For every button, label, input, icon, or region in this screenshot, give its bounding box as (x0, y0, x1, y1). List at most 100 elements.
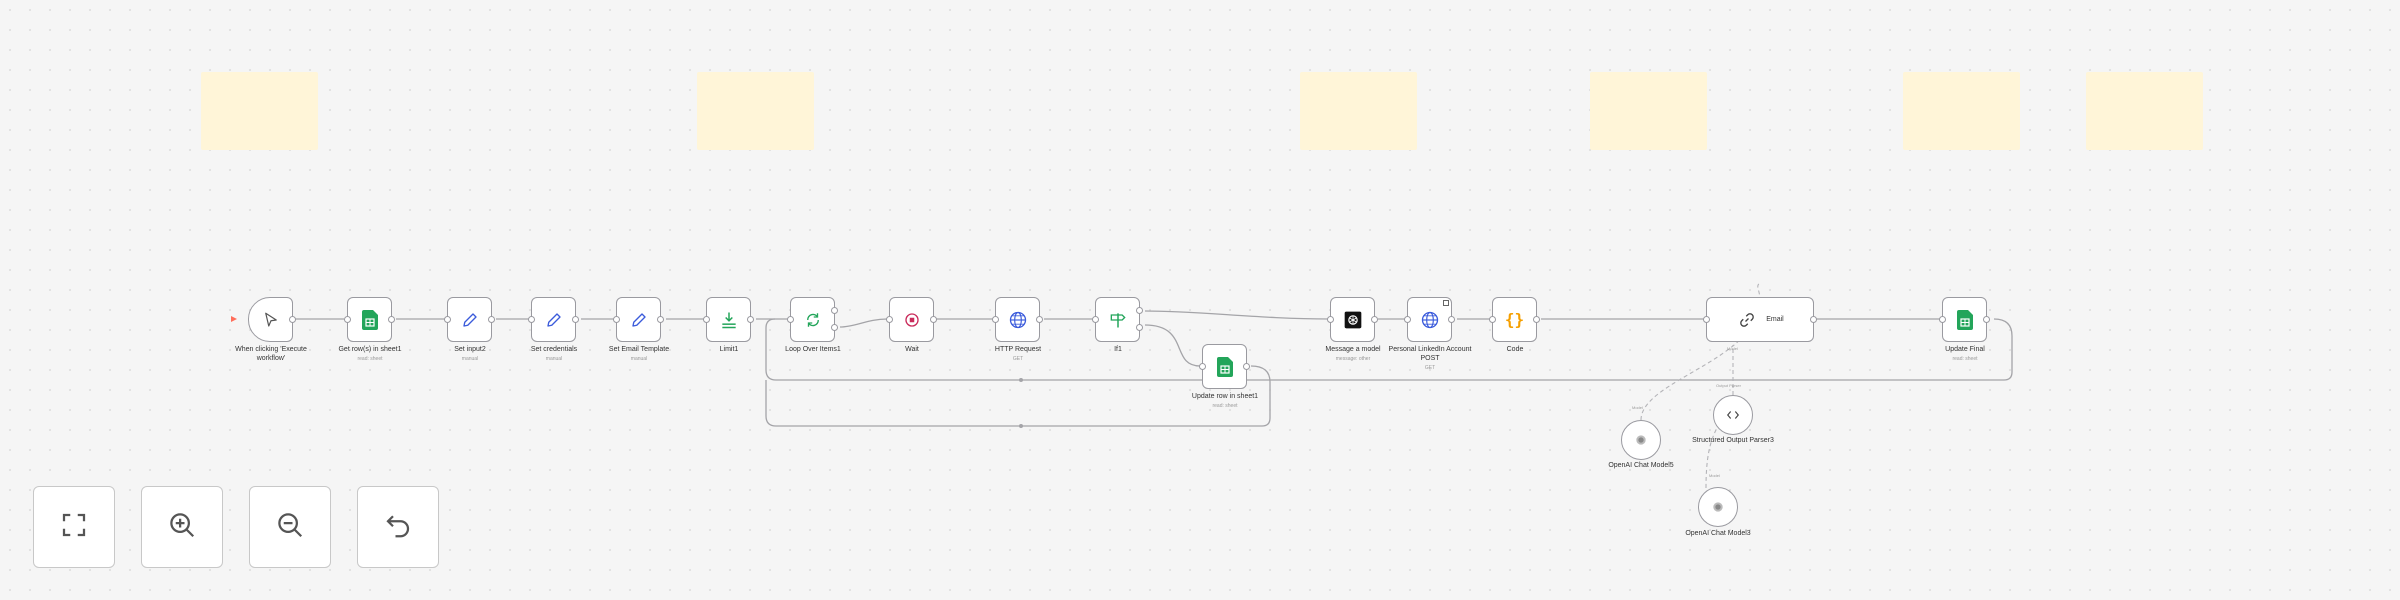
node-label: Update Final (1945, 346, 1985, 353)
connection-if-updaterow (1144, 324, 1201, 367)
output-port[interactable] (1810, 315, 1817, 323)
port-label-model: Model (1709, 473, 1720, 478)
input-port[interactable] (1489, 315, 1496, 323)
sticky-note[interactable] (1590, 72, 1707, 150)
node-label: Set credentials (530, 346, 578, 353)
node-update-final[interactable] (1939, 297, 1990, 342)
node-subtitle: message: other (1335, 356, 1371, 362)
node-manual-trigger[interactable] (248, 297, 296, 342)
input-port[interactable] (344, 315, 351, 323)
output-port-false[interactable] (1136, 324, 1143, 332)
node-code[interactable]: {} (1489, 297, 1540, 342)
input-port[interactable] (1092, 315, 1099, 323)
limit-icon (718, 309, 740, 331)
input-port[interactable] (1703, 315, 1710, 323)
openai-icon (1707, 496, 1729, 518)
input-port[interactable] (992, 315, 999, 323)
node-label: When clicking 'Execute workflow' (235, 346, 307, 362)
output-port[interactable] (657, 315, 664, 323)
zoom-out-button[interactable] (249, 486, 331, 568)
node-subtitle: manual (630, 356, 648, 362)
signpost-icon (1107, 309, 1129, 331)
node-label: Wait (905, 346, 919, 353)
output-port[interactable] (289, 315, 296, 323)
output-port[interactable] (1243, 362, 1250, 370)
loop-icon (802, 309, 824, 331)
output-port[interactable] (388, 315, 395, 323)
output-port-loop[interactable] (831, 324, 838, 332)
input-port[interactable] (787, 315, 794, 323)
reset-zoom-button[interactable] (357, 486, 439, 568)
node-label: Set Email Template (608, 346, 670, 353)
input-port[interactable] (528, 315, 535, 323)
input-port[interactable] (703, 315, 710, 323)
fit-view-button[interactable] (33, 486, 115, 568)
output-port[interactable] (1448, 315, 1455, 323)
input-port[interactable] (1199, 362, 1206, 370)
sticky-note[interactable] (1903, 72, 2020, 150)
google-sheets-icon (359, 309, 381, 331)
pencil-icon (543, 309, 565, 331)
output-port[interactable] (1371, 315, 1378, 323)
node-loop-over-items[interactable] (787, 297, 838, 342)
output-port[interactable] (488, 315, 495, 323)
openai-icon (1342, 309, 1364, 331)
node-if[interactable] (1092, 297, 1143, 342)
node-openai-chat-model-2[interactable] (1698, 487, 1738, 527)
output-port[interactable] (572, 315, 579, 323)
zoom-in-icon (167, 510, 197, 545)
node-get-rows[interactable] (344, 297, 395, 342)
sticky-note[interactable] (201, 72, 318, 150)
undo-icon (383, 510, 413, 545)
node-wait[interactable] (886, 297, 937, 342)
braces-icon: {} (1504, 310, 1525, 329)
input-port[interactable] (1327, 315, 1334, 323)
node-label: Code (1506, 346, 1524, 353)
connection-midpoint (1019, 378, 1023, 382)
input-port[interactable] (613, 315, 620, 323)
node-label: If1 (1114, 346, 1122, 353)
node-http-request[interactable] (992, 297, 1043, 342)
pencil-icon (459, 309, 481, 331)
sticky-note[interactable] (2086, 72, 2203, 150)
zoom-in-button[interactable] (141, 486, 223, 568)
input-port[interactable] (886, 315, 893, 323)
node-subtitle: read: sheet (1952, 356, 1978, 362)
code-brackets-icon (1722, 404, 1744, 426)
input-port[interactable] (1939, 315, 1946, 323)
sticky-note[interactable] (1300, 72, 1417, 150)
node-limit[interactable] (703, 297, 754, 342)
node-subtitle: manual (545, 356, 563, 362)
zoom-out-icon (275, 510, 305, 545)
output-port[interactable] (1983, 315, 1990, 323)
node-set-email-template[interactable] (613, 297, 664, 342)
node-label: Get row(s) in sheet1 (338, 346, 402, 353)
output-port-done[interactable] (831, 306, 838, 314)
node-label: HTTP Request (994, 346, 1042, 353)
node-set-credentials[interactable] (528, 297, 579, 342)
trigger-indicator-icon (231, 316, 237, 322)
node-set-input[interactable] (444, 297, 495, 342)
fit-view-icon (59, 510, 89, 545)
node-personal-linkedin[interactable] (1404, 297, 1455, 342)
connection-midpoint (1019, 424, 1023, 428)
output-port[interactable] (747, 315, 754, 323)
output-port[interactable] (930, 315, 937, 323)
node-openai-chat-model[interactable] (1621, 420, 1661, 460)
node-update-row[interactable] (1199, 344, 1250, 389)
port-label-output-parser: Output Parser (1716, 383, 1741, 388)
input-port[interactable] (1404, 315, 1411, 323)
output-port[interactable] (1036, 315, 1043, 323)
node-email[interactable]: Email (1703, 297, 1817, 342)
node-label: Set input2 (454, 346, 486, 353)
node-label: Loop Over Items1 (785, 346, 841, 353)
node-label: OpenAI Chat Model5 (1608, 462, 1674, 469)
input-port[interactable] (444, 315, 451, 323)
sticky-note[interactable] (697, 72, 814, 150)
output-port[interactable] (1533, 315, 1540, 323)
node-structured-output-parser[interactable] (1713, 395, 1753, 435)
output-port-true[interactable] (1136, 306, 1143, 314)
node-message-model[interactable] (1327, 297, 1378, 342)
connection-loop-wait (839, 318, 888, 328)
